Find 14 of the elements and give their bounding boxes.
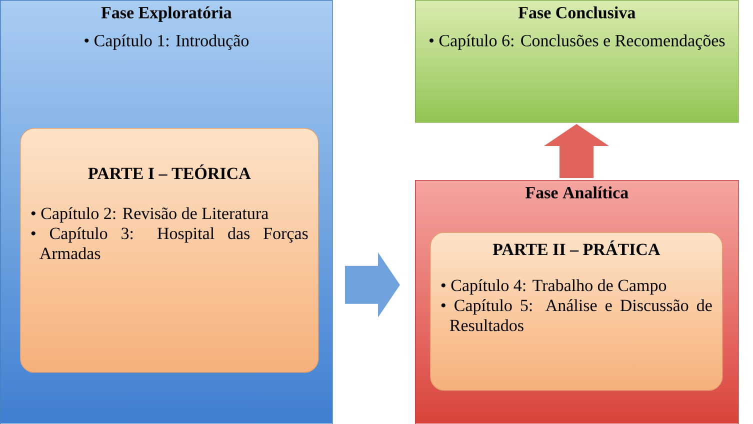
part-box [430, 232, 723, 391]
phase-heading: Fase Analítica [526, 186, 628, 198]
list-item: • Capítulo 6: Conclusões e Recomendações [429, 34, 725, 50]
phase-heading: Fase Exploratória [101, 6, 232, 22]
list-item: • Capítulo 5: Análise e Discussão de Resultados [441, 299, 712, 332]
phase-box [415, 0, 739, 123]
list-item: • Capítulo 3: Hospital das Forças Armadas [31, 227, 308, 260]
list-item: • Capítulo 2: Revisão de Literatura [31, 207, 268, 223]
list-item: • Capítulo 1: Introdução [84, 34, 249, 50]
part-heading: PARTE II – PRÁTICA [492, 240, 660, 256]
part-heading: PARTE I – TEÓRICA [88, 164, 251, 180]
part-box [20, 128, 319, 373]
list-item: • Capítulo 4: Trabalho de Campo [441, 279, 666, 295]
phase-heading: Fase Conclusiva [518, 6, 636, 18]
